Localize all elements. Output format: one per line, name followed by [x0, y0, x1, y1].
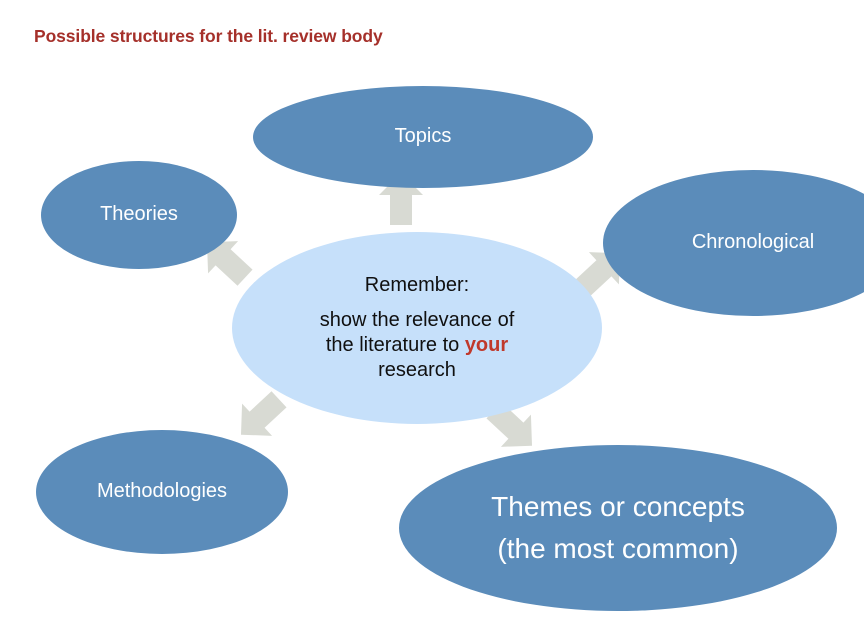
center-node-heading: Remember: [364, 273, 470, 296]
center-node-spacer [320, 298, 515, 308]
node-themes-label-line-2: (the most common) [497, 533, 739, 564]
node-methodologies[interactable]: Methodologies [36, 430, 288, 554]
node-themes-label-line-1: Themes or concepts [491, 491, 745, 522]
center-node-body-line-2-prefix: the literature to [325, 334, 465, 356]
node-topics-label: Topics [394, 125, 452, 148]
node-theories-label: Theories [100, 203, 178, 226]
center-node-text: Remember: show the relevance of the lite… [314, 273, 521, 384]
node-themes-or-concepts[interactable]: Themes or concepts (the most common) [399, 445, 837, 611]
node-remember-center[interactable]: Remember: show the relevance of the lite… [232, 232, 602, 424]
page-title: Possible structures for the lit. review … [34, 26, 383, 46]
center-node-body-line-3: research [378, 359, 456, 382]
node-themes-label: Themes or concepts (the most common) [485, 486, 751, 570]
node-theories[interactable]: Theories [41, 161, 237, 269]
node-methodologies-label: Methodologies [96, 480, 228, 503]
center-node-body-line-1: show the relevance of [319, 308, 515, 331]
node-chronological[interactable]: Chronological [603, 170, 864, 316]
node-chronological-label: Chronological [691, 231, 815, 254]
center-node-emphasis-your: your [464, 334, 509, 356]
node-topics[interactable]: Topics [253, 86, 593, 188]
